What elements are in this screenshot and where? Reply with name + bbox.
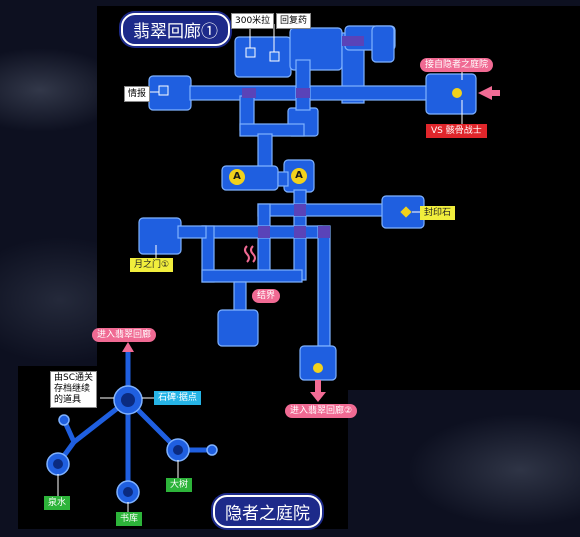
label-to-corridor: 进入翡翠回廊 (92, 328, 157, 342)
label-info: 情报 (124, 86, 151, 102)
label-to-corridor2: 进入翡翠回廊② (285, 404, 358, 418)
marker-a-left: A (229, 169, 245, 185)
marker-a-right: A (291, 168, 307, 184)
label-to-hermit: 接自隐者之庭院 (420, 58, 494, 72)
map-title-sub: 隐者之庭院 (213, 495, 322, 528)
label-barrier: 结界 (252, 289, 281, 303)
label-potion: 回复药 (276, 13, 312, 29)
label-sc-item: 由SC通关 存档继续 的道具 (50, 371, 97, 408)
map-title-main: 翡翠回廊① (121, 13, 230, 46)
label-boss: VS 骸骨战士 (426, 124, 487, 138)
label-big-tree: 大树 (166, 478, 193, 492)
label-moon-gate: 月之门① (130, 258, 174, 272)
label-money: 300米拉 (231, 13, 275, 29)
label-library: 书库 (116, 512, 143, 526)
label-seal-stone: 封印石 (420, 206, 456, 220)
label-save-point: 石碑·据点 (154, 391, 201, 405)
label-fountain: 泉水 (44, 496, 71, 510)
